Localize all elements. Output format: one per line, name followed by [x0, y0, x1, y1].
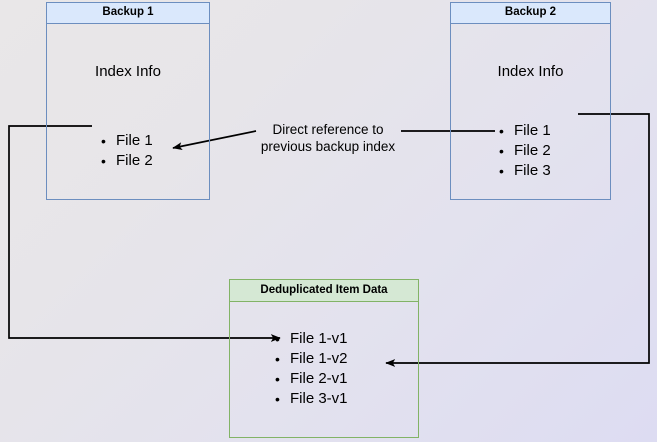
list-item: File 3	[499, 161, 551, 181]
node-backup-2-title: Backup 2	[504, 6, 557, 19]
node-backup-1[interactable]: Backup 1 Index Info File 1 File 2	[46, 2, 210, 200]
list-item: File 1-v1	[275, 329, 348, 349]
node-backup-2-body: Index Info File 1 File 2 File 3	[451, 24, 610, 199]
node-backup-2-subtitle: Index Info	[497, 63, 564, 80]
node-backup-1-subtitle: Index Info	[95, 63, 161, 80]
list-item: File 2	[101, 151, 153, 171]
node-deduplicated-item-data[interactable]: Deduplicated Item Data File 1-v1 File 1-…	[229, 279, 419, 438]
node-backup-2-header: Backup 2	[451, 3, 610, 24]
node-dedup-file-list: File 1-v1 File 1-v2 File 2-v1 File 3-v1	[275, 329, 348, 409]
node-backup-2-file-list: File 1 File 2 File 3	[499, 121, 551, 181]
list-item: File 2-v1	[275, 369, 348, 389]
node-backup-1-header: Backup 1	[47, 3, 209, 24]
list-item: File 3-v1	[275, 389, 348, 409]
list-item: File 1	[101, 131, 153, 151]
list-item: File 1	[499, 121, 551, 141]
node-dedup-title: Deduplicated Item Data	[260, 283, 388, 296]
edge-label-line-2: previous backup index	[260, 139, 396, 154]
node-backup-1-file-list: File 1 File 2	[101, 131, 153, 171]
node-backup-2[interactable]: Backup 2 Index Info File 1 File 2 File 3	[450, 2, 611, 200]
node-dedup-body: File 1-v1 File 1-v2 File 2-v1 File 3-v1	[230, 302, 418, 437]
list-item: File 1-v2	[275, 349, 348, 369]
edge-label-line-1: Direct reference to	[272, 122, 384, 137]
node-dedup-header: Deduplicated Item Data	[230, 280, 418, 302]
node-backup-1-body: Index Info File 1 File 2	[47, 24, 209, 199]
list-item: File 2	[499, 141, 551, 161]
edge-label-direct-reference: Direct reference to previous backup inde…	[250, 121, 406, 155]
node-backup-1-title: Backup 1	[102, 6, 154, 19]
